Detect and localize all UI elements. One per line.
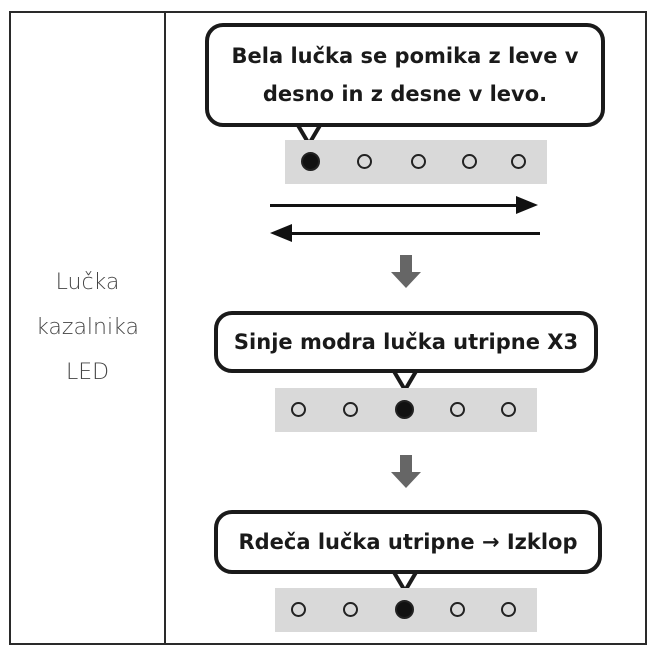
row-label-line-1: Lučka — [55, 270, 120, 295]
arrow-down-icon — [391, 455, 421, 489]
led-off — [291, 402, 306, 417]
callout-step-1: Bela lučka se pomika z leve v desno in z… — [205, 23, 605, 127]
callout-step-1-line-2: desno in z desne v levo. — [262, 82, 548, 106]
callout-step-2: Sinje modra lučka utripne X3 — [214, 311, 598, 373]
led-off — [462, 154, 477, 169]
callout-step-3: Rdeča lučka utripne → Izklop — [214, 510, 602, 574]
led-off — [357, 154, 372, 169]
led-off — [501, 602, 516, 617]
led-off — [450, 602, 465, 617]
led-off — [343, 402, 358, 417]
callout-step-2-text: Sinje modra lučka utripne X3 — [233, 330, 579, 354]
led-off — [501, 402, 516, 417]
callout-step-3-text: Rdeča lučka utripne → Izklop — [238, 530, 578, 554]
led-lit — [395, 400, 414, 419]
led-off — [411, 154, 426, 169]
led-strip-3 — [275, 588, 537, 632]
led-off — [511, 154, 526, 169]
arrow-left-line — [290, 232, 540, 235]
led-lit — [395, 600, 414, 619]
row-label: Lučka kazalnika LED — [11, 260, 164, 395]
arrow-down-icon — [391, 255, 421, 289]
arrow-right-icon — [516, 196, 538, 214]
callout-step-1-line-1: Bela lučka se pomika z leve v — [231, 44, 579, 68]
led-strip-1 — [285, 140, 547, 184]
led-off — [291, 602, 306, 617]
row-label-line-2: kazalnika — [36, 315, 139, 340]
arrow-left-icon — [270, 224, 292, 242]
led-off — [343, 602, 358, 617]
led-strip-2 — [275, 388, 537, 432]
led-lit — [301, 152, 320, 171]
table-frame — [9, 11, 647, 645]
row-label-line-3: LED — [65, 360, 110, 385]
column-divider — [164, 11, 166, 645]
led-off — [450, 402, 465, 417]
arrow-right-line — [270, 204, 520, 207]
